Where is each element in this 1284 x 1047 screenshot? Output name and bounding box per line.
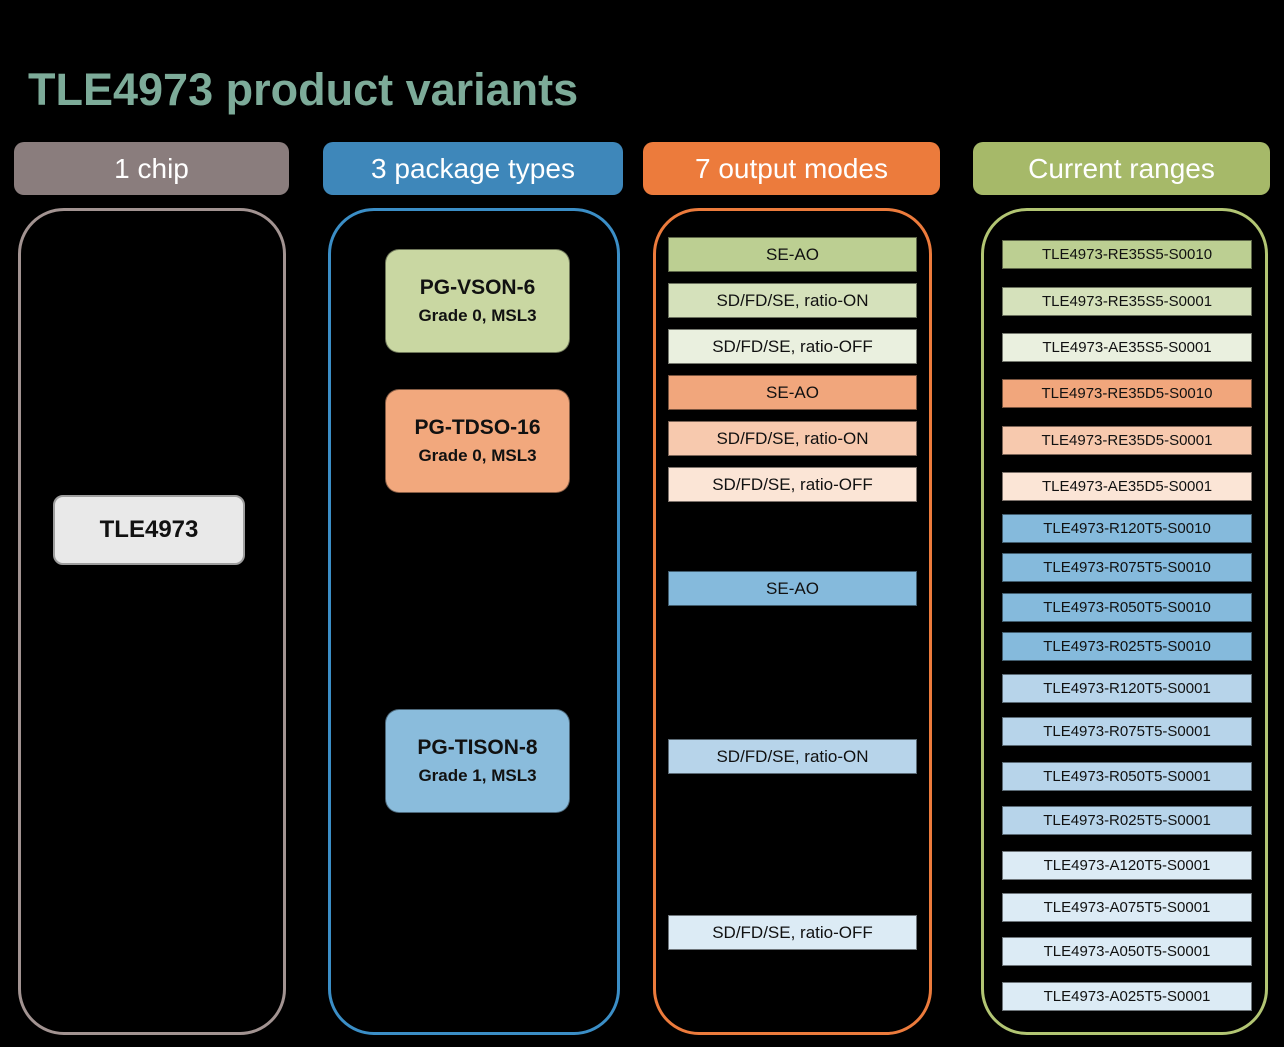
column-header-chip: 1 chip <box>14 142 289 195</box>
current-range-row: TLE4973-A075T5-S0001 <box>1002 893 1252 922</box>
package-box-pg-vson-6: PG-VSON-6 Grade 0, MSL3 <box>385 249 570 353</box>
current-range-row: TLE4973-RE35D5-S0001 <box>1002 426 1252 455</box>
output-mode-row: SD/FD/SE, ratio-ON <box>668 739 917 774</box>
current-range-row: TLE4973-AE35S5-S0001 <box>1002 333 1252 362</box>
column-header-output-modes: 7 output modes <box>643 142 940 195</box>
current-range-row: TLE4973-RE35S5-S0010 <box>1002 240 1252 269</box>
ranges-column-outline <box>981 208 1268 1035</box>
output-mode-row: SD/FD/SE, ratio-OFF <box>668 467 917 502</box>
package-box-pg-tison-8: PG-TISON-8 Grade 1, MSL3 <box>385 709 570 813</box>
current-range-row: TLE4973-R025T5-S0010 <box>1002 632 1252 661</box>
chip-box: TLE4973 <box>53 495 245 565</box>
current-range-row: TLE4973-R075T5-S0010 <box>1002 553 1252 582</box>
output-mode-row: SD/FD/SE, ratio-OFF <box>668 915 917 950</box>
package-name: PG-TISON-8 <box>417 736 538 759</box>
chip-column-outline <box>18 208 286 1035</box>
package-name: PG-TDSO-16 <box>414 416 541 439</box>
column-header-current-ranges-label: Current ranges <box>1028 152 1215 184</box>
chip-label: TLE4973 <box>99 516 199 543</box>
current-range-row: TLE4973-R050T5-S0001 <box>1002 762 1252 791</box>
current-range-row: TLE4973-R120T5-S0001 <box>1002 674 1252 703</box>
current-range-row: TLE4973-AE35D5-S0001 <box>1002 472 1252 501</box>
column-header-package-types: 3 package types <box>323 142 623 195</box>
output-mode-row: SD/FD/SE, ratio-OFF <box>668 329 917 364</box>
output-mode-row: SE-AO <box>668 375 917 410</box>
current-range-row: TLE4973-R050T5-S0010 <box>1002 593 1252 622</box>
output-mode-row: SD/FD/SE, ratio-ON <box>668 421 917 456</box>
output-mode-row: SE-AO <box>668 237 917 272</box>
output-column-outline <box>653 208 932 1035</box>
package-grade: Grade 0, MSL3 <box>418 446 537 465</box>
current-range-row: TLE4973-R120T5-S0010 <box>1002 514 1252 543</box>
column-header-current-ranges: Current ranges <box>973 142 1270 195</box>
current-range-row: TLE4973-R075T5-S0001 <box>1002 717 1252 746</box>
current-range-row: TLE4973-A050T5-S0001 <box>1002 937 1252 966</box>
output-mode-row: SE-AO <box>668 571 917 606</box>
column-header-package-types-label: 3 package types <box>371 152 575 184</box>
package-grade: Grade 0, MSL3 <box>418 306 537 325</box>
package-grade: Grade 1, MSL3 <box>418 766 537 785</box>
package-box-pg-tdso-16: PG-TDSO-16 Grade 0, MSL3 <box>385 389 570 493</box>
current-range-row: TLE4973-R025T5-S0001 <box>1002 806 1252 835</box>
current-range-row: TLE4973-RE35D5-S0010 <box>1002 379 1252 408</box>
current-range-row: TLE4973-A025T5-S0001 <box>1002 982 1252 1011</box>
current-range-row: TLE4973-A120T5-S0001 <box>1002 851 1252 880</box>
current-range-row: TLE4973-RE35S5-S0001 <box>1002 287 1252 316</box>
output-mode-row: SD/FD/SE, ratio-ON <box>668 283 917 318</box>
column-header-chip-label: 1 chip <box>114 152 189 184</box>
package-column-outline <box>328 208 620 1035</box>
column-header-output-modes-label: 7 output modes <box>694 152 889 184</box>
page-title: TLE4973 product variants <box>28 64 579 115</box>
package-name: PG-VSON-6 <box>419 276 536 299</box>
